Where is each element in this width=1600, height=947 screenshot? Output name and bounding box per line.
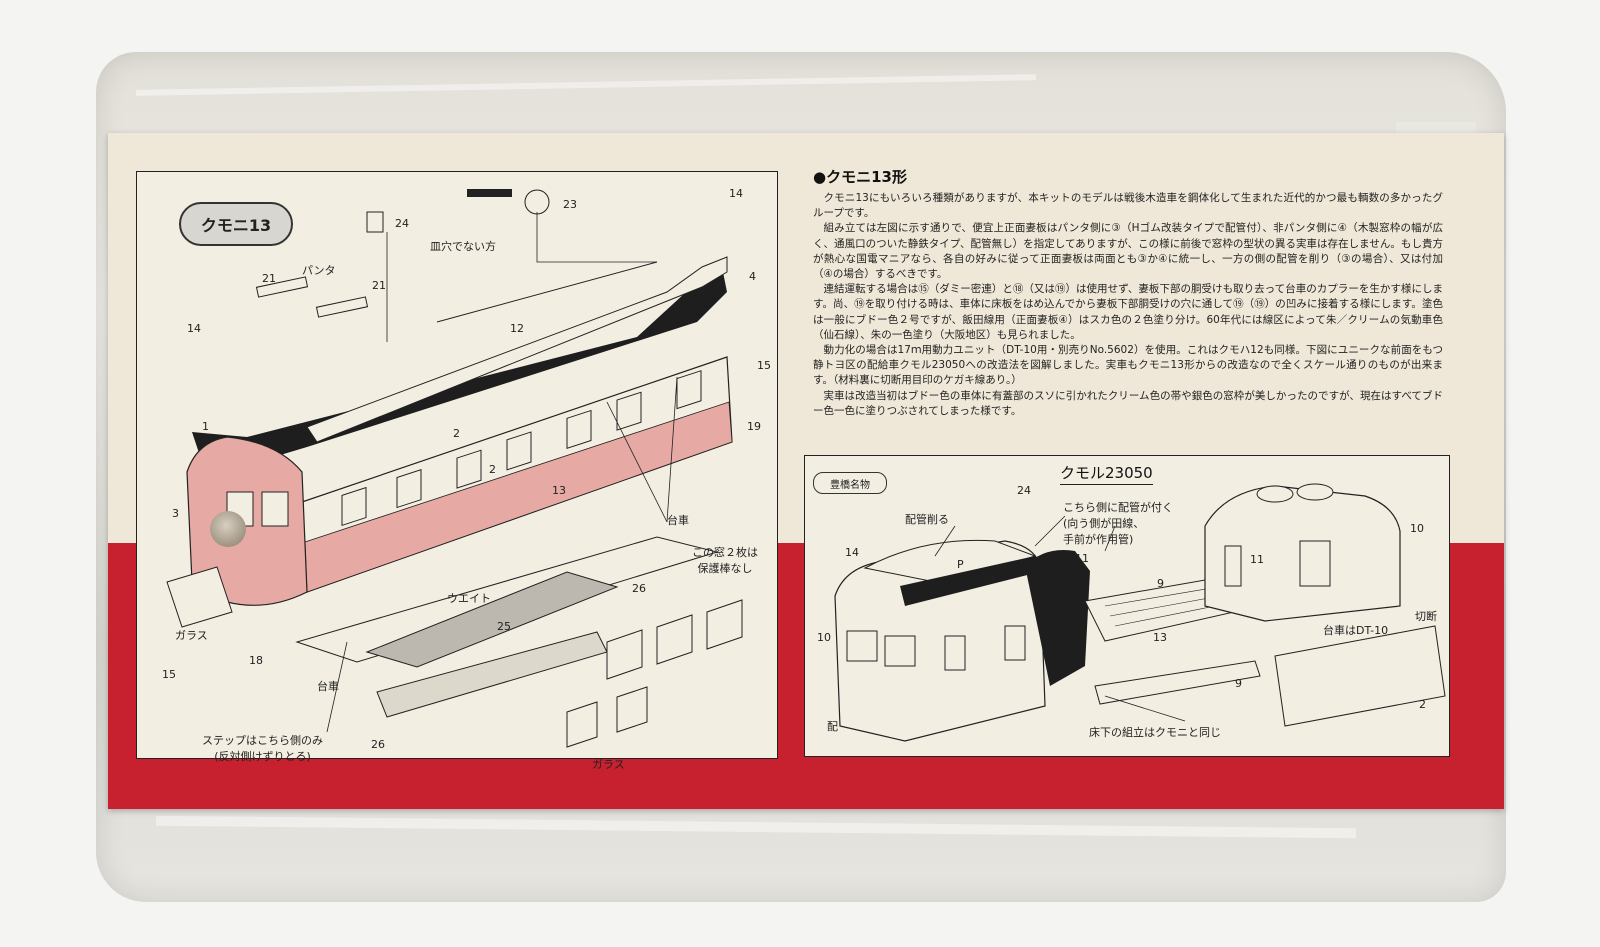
label-no-plate-hole: 皿穴でない方 <box>430 240 496 253</box>
label-bogie-note: 台車はDT-10 <box>1323 624 1389 637</box>
roof-line <box>436 261 658 323</box>
label-panta: パンタ <box>302 264 336 277</box>
weight-plate <box>365 571 619 668</box>
label-weight: ウエイト <box>447 592 491 605</box>
paragraph: 連結運転する場合は⑮（ダミー密連）と⑱（又は⑲）は使用せず、妻板下部の胴受けも取… <box>813 283 1443 341</box>
part-number: 26 <box>632 582 646 595</box>
side-windows <box>341 370 702 527</box>
instruction-card: クモニ13 <box>108 133 1504 809</box>
part-number: 2 <box>453 427 460 440</box>
leader-lines <box>326 212 678 733</box>
side-window <box>1004 625 1026 661</box>
label-glass: ガラス <box>175 629 208 642</box>
side-piece <box>1274 625 1446 727</box>
section-heading: ●クモニ13形 <box>813 168 907 186</box>
part-number: 21 <box>372 279 386 292</box>
part-number: 13 <box>552 484 566 497</box>
glass-panes <box>566 599 743 748</box>
kumoru-diagram <box>834 483 1446 742</box>
label-pipe-side: こちら側に配管が付く (向う側が田線、 手前が作用管) <box>1063 501 1173 546</box>
diagram-title: クモル23050 <box>1060 462 1153 485</box>
part-number: 4 <box>749 270 756 283</box>
part-number: 3 <box>172 507 179 520</box>
part-24 <box>366 211 384 233</box>
leader-lines <box>934 515 1186 722</box>
front-window <box>846 630 878 662</box>
underfloor-beam <box>1094 660 1261 705</box>
part-number: 2 <box>1419 698 1426 711</box>
part-number: 13 <box>1153 631 1167 644</box>
part-number: 11 <box>1250 553 1264 566</box>
part-23 <box>524 189 550 215</box>
bag-crease <box>136 74 1036 96</box>
part-number: 11 <box>1075 552 1089 565</box>
kumoni13-diagram-panel: クモニ13 <box>136 171 778 771</box>
description-text: クモニ13にもいろいろ種類がありますが、本キットのモデルは戦後木造車を鋼体化して… <box>813 191 1443 419</box>
label-bogie: 台車 <box>317 680 339 693</box>
part-number: 10 <box>1410 522 1424 535</box>
part-number: 15 <box>757 359 771 372</box>
part-number: 18 <box>249 654 263 667</box>
part-number: 10 <box>817 631 831 644</box>
kumoru23050-diagram-panel: 豊橋名物 クモル23050 <box>804 455 1450 757</box>
part-number: 24 <box>395 217 409 230</box>
roof-vent <box>1296 483 1334 501</box>
paragraph: 実車は改造当初はブドー色の車体に有蓋部のスソに引かれたクリーム色の帯や銀色の窓枠… <box>813 389 1443 417</box>
part-number: P <box>957 558 964 571</box>
label-pipe-cut: 配管削る <box>905 513 949 526</box>
label-underfloor-note: 床下の組立はクモニと同じ <box>1089 726 1221 739</box>
label-glass: ガラス <box>592 758 625 771</box>
label-cut-mark: 切断 <box>1415 610 1437 623</box>
part-21 <box>315 296 369 318</box>
side-window <box>944 635 966 671</box>
part-number: 19 <box>747 420 761 433</box>
label-small-mark: 配 <box>827 720 838 733</box>
paragraph: 動力化の場合は17ｍ用動力ユニット（DT-10用・別売りNo.5602）を使用。… <box>813 344 1443 387</box>
label-window-note: この窓２枚は 保護棒なし <box>692 546 758 575</box>
cab-door <box>1224 545 1242 587</box>
roof-vent <box>1256 485 1294 503</box>
part-number: 24 <box>1017 484 1031 497</box>
front-window <box>261 491 289 527</box>
part-number: 14 <box>845 546 859 559</box>
plate-part <box>467 189 512 197</box>
part-number: 9 <box>1235 677 1242 690</box>
part-number: 21 <box>262 272 276 285</box>
part-21 <box>255 276 309 298</box>
part-number: 21 <box>982 571 996 584</box>
model-badge: クモニ13 <box>179 202 293 246</box>
part-number: 12 <box>510 322 524 335</box>
part-number: 14 <box>729 187 743 200</box>
part-number: 14 <box>187 322 201 335</box>
bag-crease <box>155 815 1357 839</box>
part-number: 23 <box>563 198 577 211</box>
label-bogie: 台車 <box>667 514 689 527</box>
part-number: 2 <box>489 463 496 476</box>
part-number: 1 <box>202 420 209 433</box>
part-number: 26 <box>371 738 385 751</box>
part-number: 9 <box>1157 577 1164 590</box>
exploded-car-diagram <box>166 189 743 748</box>
paragraph: クモニ13にもいろいろ種類がありますが、本キットのモデルは戦後木造車を鋼体化して… <box>813 192 1443 220</box>
roof-top <box>306 256 728 443</box>
label-step-note: ステップはこちら側のみ (反対側けずりとる) <box>202 734 323 763</box>
gangway-black <box>1025 550 1090 686</box>
cab-door <box>1299 540 1331 587</box>
stamp-label: 豊橋名物 <box>813 472 887 494</box>
paragraph: 組み立ては左図に示す通りで、便宜上正面妻板はパンタ側に③（Hゴム改装タイプで配管… <box>813 222 1443 281</box>
glass-left <box>166 566 233 628</box>
front-window <box>884 635 916 667</box>
roof-edge <box>900 556 1043 606</box>
part-number: 25 <box>497 620 511 633</box>
part-number: 15 <box>162 668 176 681</box>
punched-hole <box>210 511 246 547</box>
